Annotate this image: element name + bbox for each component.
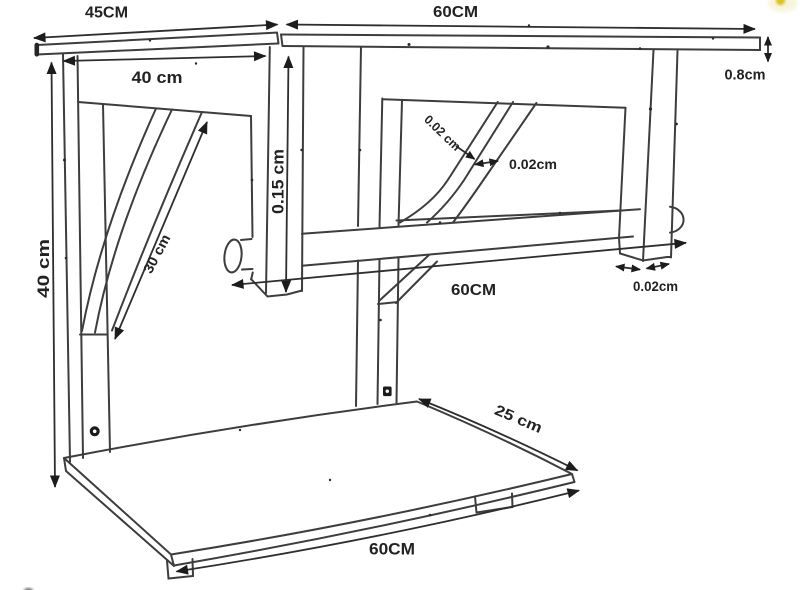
svg-text:40 cm: 40 cm (34, 239, 53, 298)
svg-text:0.02 cm: 0.02 cm (421, 112, 463, 153)
svg-text:0.8cm: 0.8cm (725, 67, 766, 84)
svg-text:60CM: 60CM (433, 4, 478, 21)
svg-text:0.15 cm: 0.15 cm (269, 149, 288, 214)
svg-text:60CM: 60CM (451, 282, 496, 299)
svg-text:60CM: 60CM (369, 540, 415, 559)
svg-text:30 cm: 30 cm (140, 231, 174, 276)
svg-text:40 cm: 40 cm (132, 68, 183, 87)
svg-text:25 cm: 25 cm (492, 402, 545, 437)
svg-text:45CM: 45CM (85, 5, 128, 22)
svg-text:0.02cm: 0.02cm (633, 278, 678, 294)
svg-text:0.02cm: 0.02cm (509, 156, 557, 172)
